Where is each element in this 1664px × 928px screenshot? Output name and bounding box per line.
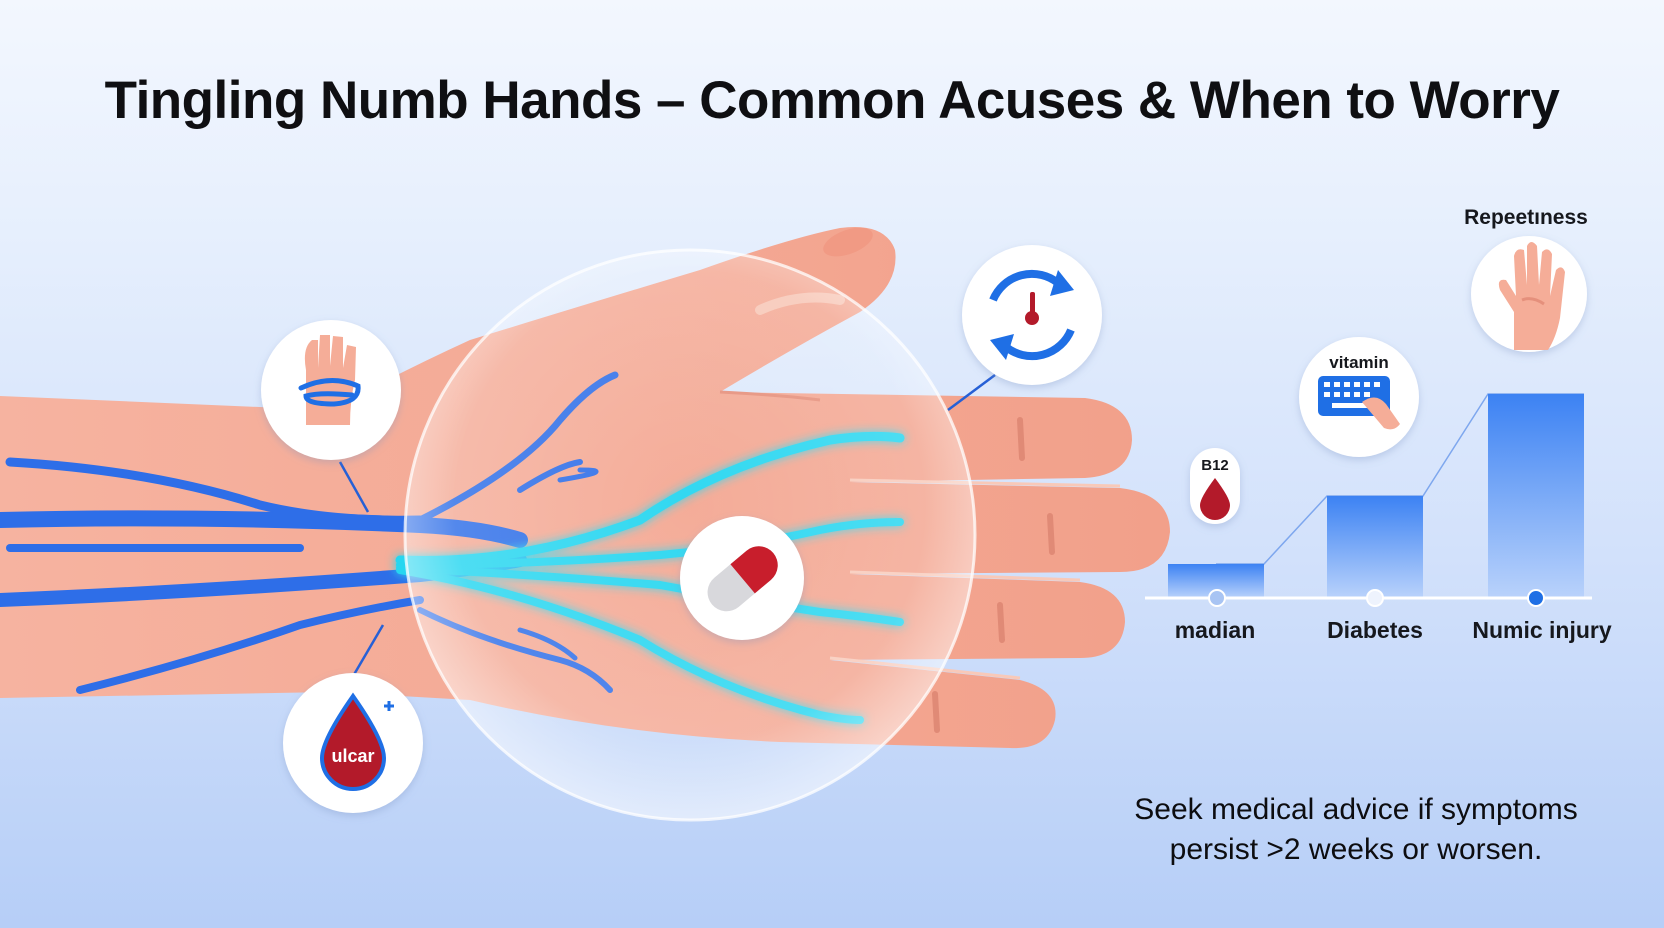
b12-label: B12 bbox=[1201, 457, 1229, 474]
magnifier-lens bbox=[403, 248, 977, 822]
page-title: Tingling Numb Hands – Common Acuses & Wh… bbox=[104, 71, 1560, 130]
repetitive-label: Repeetıness bbox=[1464, 206, 1588, 229]
blood-drop-icon: ulcar bbox=[283, 673, 423, 813]
blood-icon-text: ulcar bbox=[331, 746, 374, 766]
chart-bar bbox=[1488, 394, 1584, 598]
category-label: madian bbox=[1175, 617, 1256, 643]
advice-line-1: Seek medical advice if symptoms bbox=[1134, 793, 1578, 826]
axis-dot bbox=[1208, 589, 1226, 607]
advice-line-2: persist >2 weeks or worsen. bbox=[1169, 833, 1543, 866]
category-label: Diabetes bbox=[1327, 617, 1423, 643]
axis-dot bbox=[1366, 589, 1384, 607]
vitamin-label: vitamin bbox=[1329, 353, 1389, 372]
category-label: Numic injury bbox=[1472, 617, 1612, 643]
capsule-icon bbox=[680, 516, 804, 640]
b12-icon: B12 bbox=[1190, 448, 1240, 524]
cycle-thermometer-icon bbox=[962, 245, 1102, 385]
wrist-wrap-icon bbox=[261, 320, 401, 460]
advice-text: Seek medical advice if symptoms persist … bbox=[1096, 790, 1616, 870]
keyboard-typing-icon: vitamin bbox=[1299, 337, 1419, 457]
connector-lines bbox=[338, 373, 996, 679]
raised-hand-icon bbox=[1471, 236, 1587, 352]
axis-dot bbox=[1527, 589, 1545, 607]
chart-bar bbox=[1327, 496, 1423, 598]
causes-bar-chart: madian Diabetes Numic injury bbox=[1145, 393, 1612, 643]
